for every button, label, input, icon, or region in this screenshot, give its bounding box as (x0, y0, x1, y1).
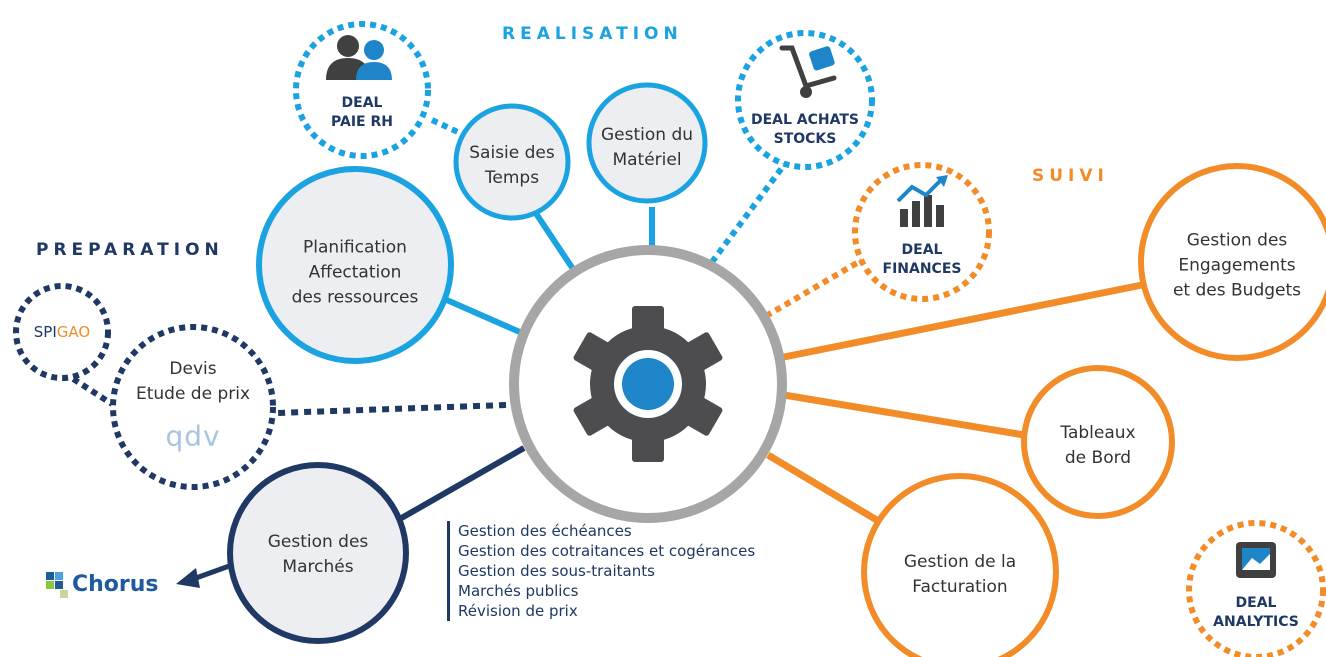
materiel-node (586, 82, 708, 204)
feature-item: Révision de prix (458, 602, 578, 620)
finances-label: DEAL FINANCES (882, 242, 962, 277)
connector-tableaux (783, 391, 1025, 439)
connector-finances (764, 257, 864, 319)
section-title-realisation: REALISATION (502, 24, 683, 44)
hand-truck-icon (779, 45, 837, 98)
paie-rh-label: DEAL PAIE RH (331, 95, 393, 130)
connector-saisie (532, 210, 578, 274)
materiel-label: Gestion du Matériel (600, 125, 694, 170)
spigao-logo: SPIGAO (33, 323, 91, 341)
section-title-preparation: PREPARATION (36, 240, 224, 260)
tableaux-label: Tableaux de Bord (1060, 423, 1136, 468)
saisie-label: Saisie des Temps (469, 143, 555, 188)
feature-item: Gestion des cotraitances et cogérances (458, 542, 756, 560)
connector-chorus (195, 562, 233, 581)
users-icon (326, 35, 392, 80)
image-frame-icon (1236, 542, 1276, 578)
achats-node (735, 30, 875, 170)
bar-chart-growth-icon (896, 175, 948, 227)
marches-label: Gestion des Marchés (267, 532, 369, 577)
chorus-logo-mark (46, 572, 68, 598)
marches-feature-list: Gestion des échéances Gestion des cotrai… (447, 521, 755, 621)
engagements-label: Gestion des Engagements et des Budgets (1172, 230, 1302, 301)
connector-spigao-devis (62, 370, 114, 407)
chorus-label: Chorus (72, 571, 159, 597)
achats-label: DEAL ACHATS STOCKS (750, 112, 860, 147)
planification-label: Planification Affectation des ressources (291, 237, 419, 308)
connector-marches (396, 445, 526, 523)
feature-item: Marchés publics (458, 582, 579, 600)
spigao-node (13, 283, 111, 381)
connector-facturation (766, 451, 882, 526)
chorus-arrowhead (176, 568, 200, 588)
facturation-node (861, 473, 1059, 657)
feature-item: Gestion des échéances (458, 522, 632, 540)
connectors (62, 117, 1143, 588)
analytics-node (1186, 520, 1326, 657)
gear-icon (573, 306, 723, 462)
connector-achats (709, 155, 793, 264)
devis-node (110, 324, 276, 490)
paie-rh-node (293, 21, 431, 159)
connector-devis (276, 402, 507, 416)
facturation-label: Gestion de la Facturation (903, 552, 1017, 597)
analytics-label: DEAL ANALYTICS (1213, 595, 1299, 630)
section-title-suivi: SUIVI (1032, 166, 1109, 186)
qdv-logo: qdv (165, 419, 221, 453)
finances-node (852, 162, 992, 302)
devis-label: Devis Etude de prix (135, 359, 251, 404)
connector-paie-saisie (430, 117, 464, 137)
planification-node (256, 166, 454, 364)
engagements-node (1138, 163, 1326, 361)
chorus-logo: Chorus (66, 567, 159, 601)
saisie-node (453, 103, 571, 221)
feature-item: Gestion des sous-traitants (458, 562, 655, 580)
tableaux-node (1021, 365, 1175, 519)
connector-engagements (783, 281, 1143, 361)
marches-node (227, 462, 409, 644)
